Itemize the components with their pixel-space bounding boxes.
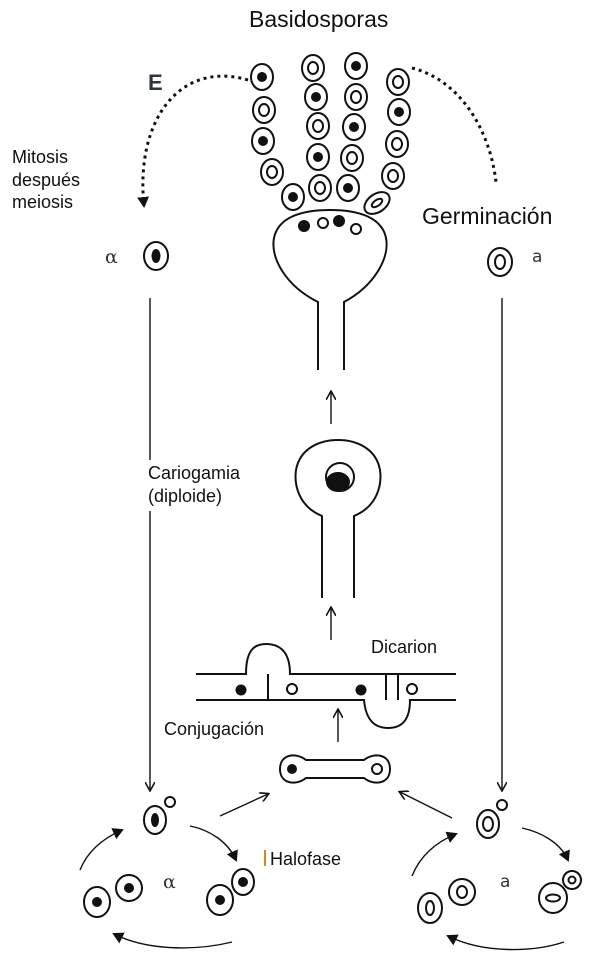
conjugation-cells bbox=[280, 755, 390, 782]
dotted-arc-left bbox=[143, 76, 248, 206]
label-conjugacion: Conjugación bbox=[162, 719, 266, 740]
a-spore-top bbox=[488, 248, 512, 276]
nucleus-white bbox=[318, 218, 328, 228]
spore-white bbox=[302, 55, 324, 81]
arrow-a-to-conjugation bbox=[400, 792, 452, 818]
label-mitosis-meiosis: Mitosis después meiosis bbox=[12, 146, 80, 214]
spore-white bbox=[345, 84, 367, 110]
karyogamy-cell bbox=[296, 440, 381, 598]
spore-white bbox=[309, 175, 331, 201]
basidium bbox=[273, 210, 386, 370]
nucleus-white bbox=[287, 684, 297, 694]
nucleus-black bbox=[357, 686, 366, 695]
label-a-top: a bbox=[532, 248, 542, 268]
spore-white bbox=[253, 97, 275, 123]
stage-letter-e: E bbox=[148, 70, 163, 95]
spore-white bbox=[307, 113, 329, 139]
nucleus-white bbox=[351, 224, 361, 234]
nucleus-white bbox=[407, 684, 417, 694]
label-halofase: Halofase bbox=[270, 849, 341, 870]
a-haplophase-cycle bbox=[412, 800, 581, 950]
dotted-arc-right bbox=[412, 68, 496, 182]
spore-white bbox=[382, 163, 404, 189]
basidiospore-chains bbox=[251, 53, 410, 218]
title-basidiosporas: Basidosporas bbox=[249, 6, 388, 32]
label-germinacion: Germinación bbox=[422, 203, 552, 229]
nucleus-black bbox=[334, 216, 344, 226]
arrow-alpha-to-conjugation bbox=[220, 794, 268, 816]
label-alpha-bottom: α bbox=[163, 872, 176, 894]
nucleus-black bbox=[237, 686, 246, 695]
spore-white bbox=[387, 69, 409, 95]
label-alpha-top: α bbox=[105, 247, 118, 269]
spore-white bbox=[341, 145, 363, 171]
label-cariogamia: Cariogamia (diploide) bbox=[146, 460, 242, 511]
spore-white bbox=[386, 131, 408, 157]
alpha-spore-top bbox=[144, 242, 168, 270]
spore-white bbox=[360, 188, 393, 219]
label-a-bottom: a bbox=[500, 873, 510, 893]
nucleus-black bbox=[299, 221, 309, 231]
spore-white bbox=[261, 159, 283, 185]
label-dicarion: Dicarion bbox=[371, 637, 437, 658]
